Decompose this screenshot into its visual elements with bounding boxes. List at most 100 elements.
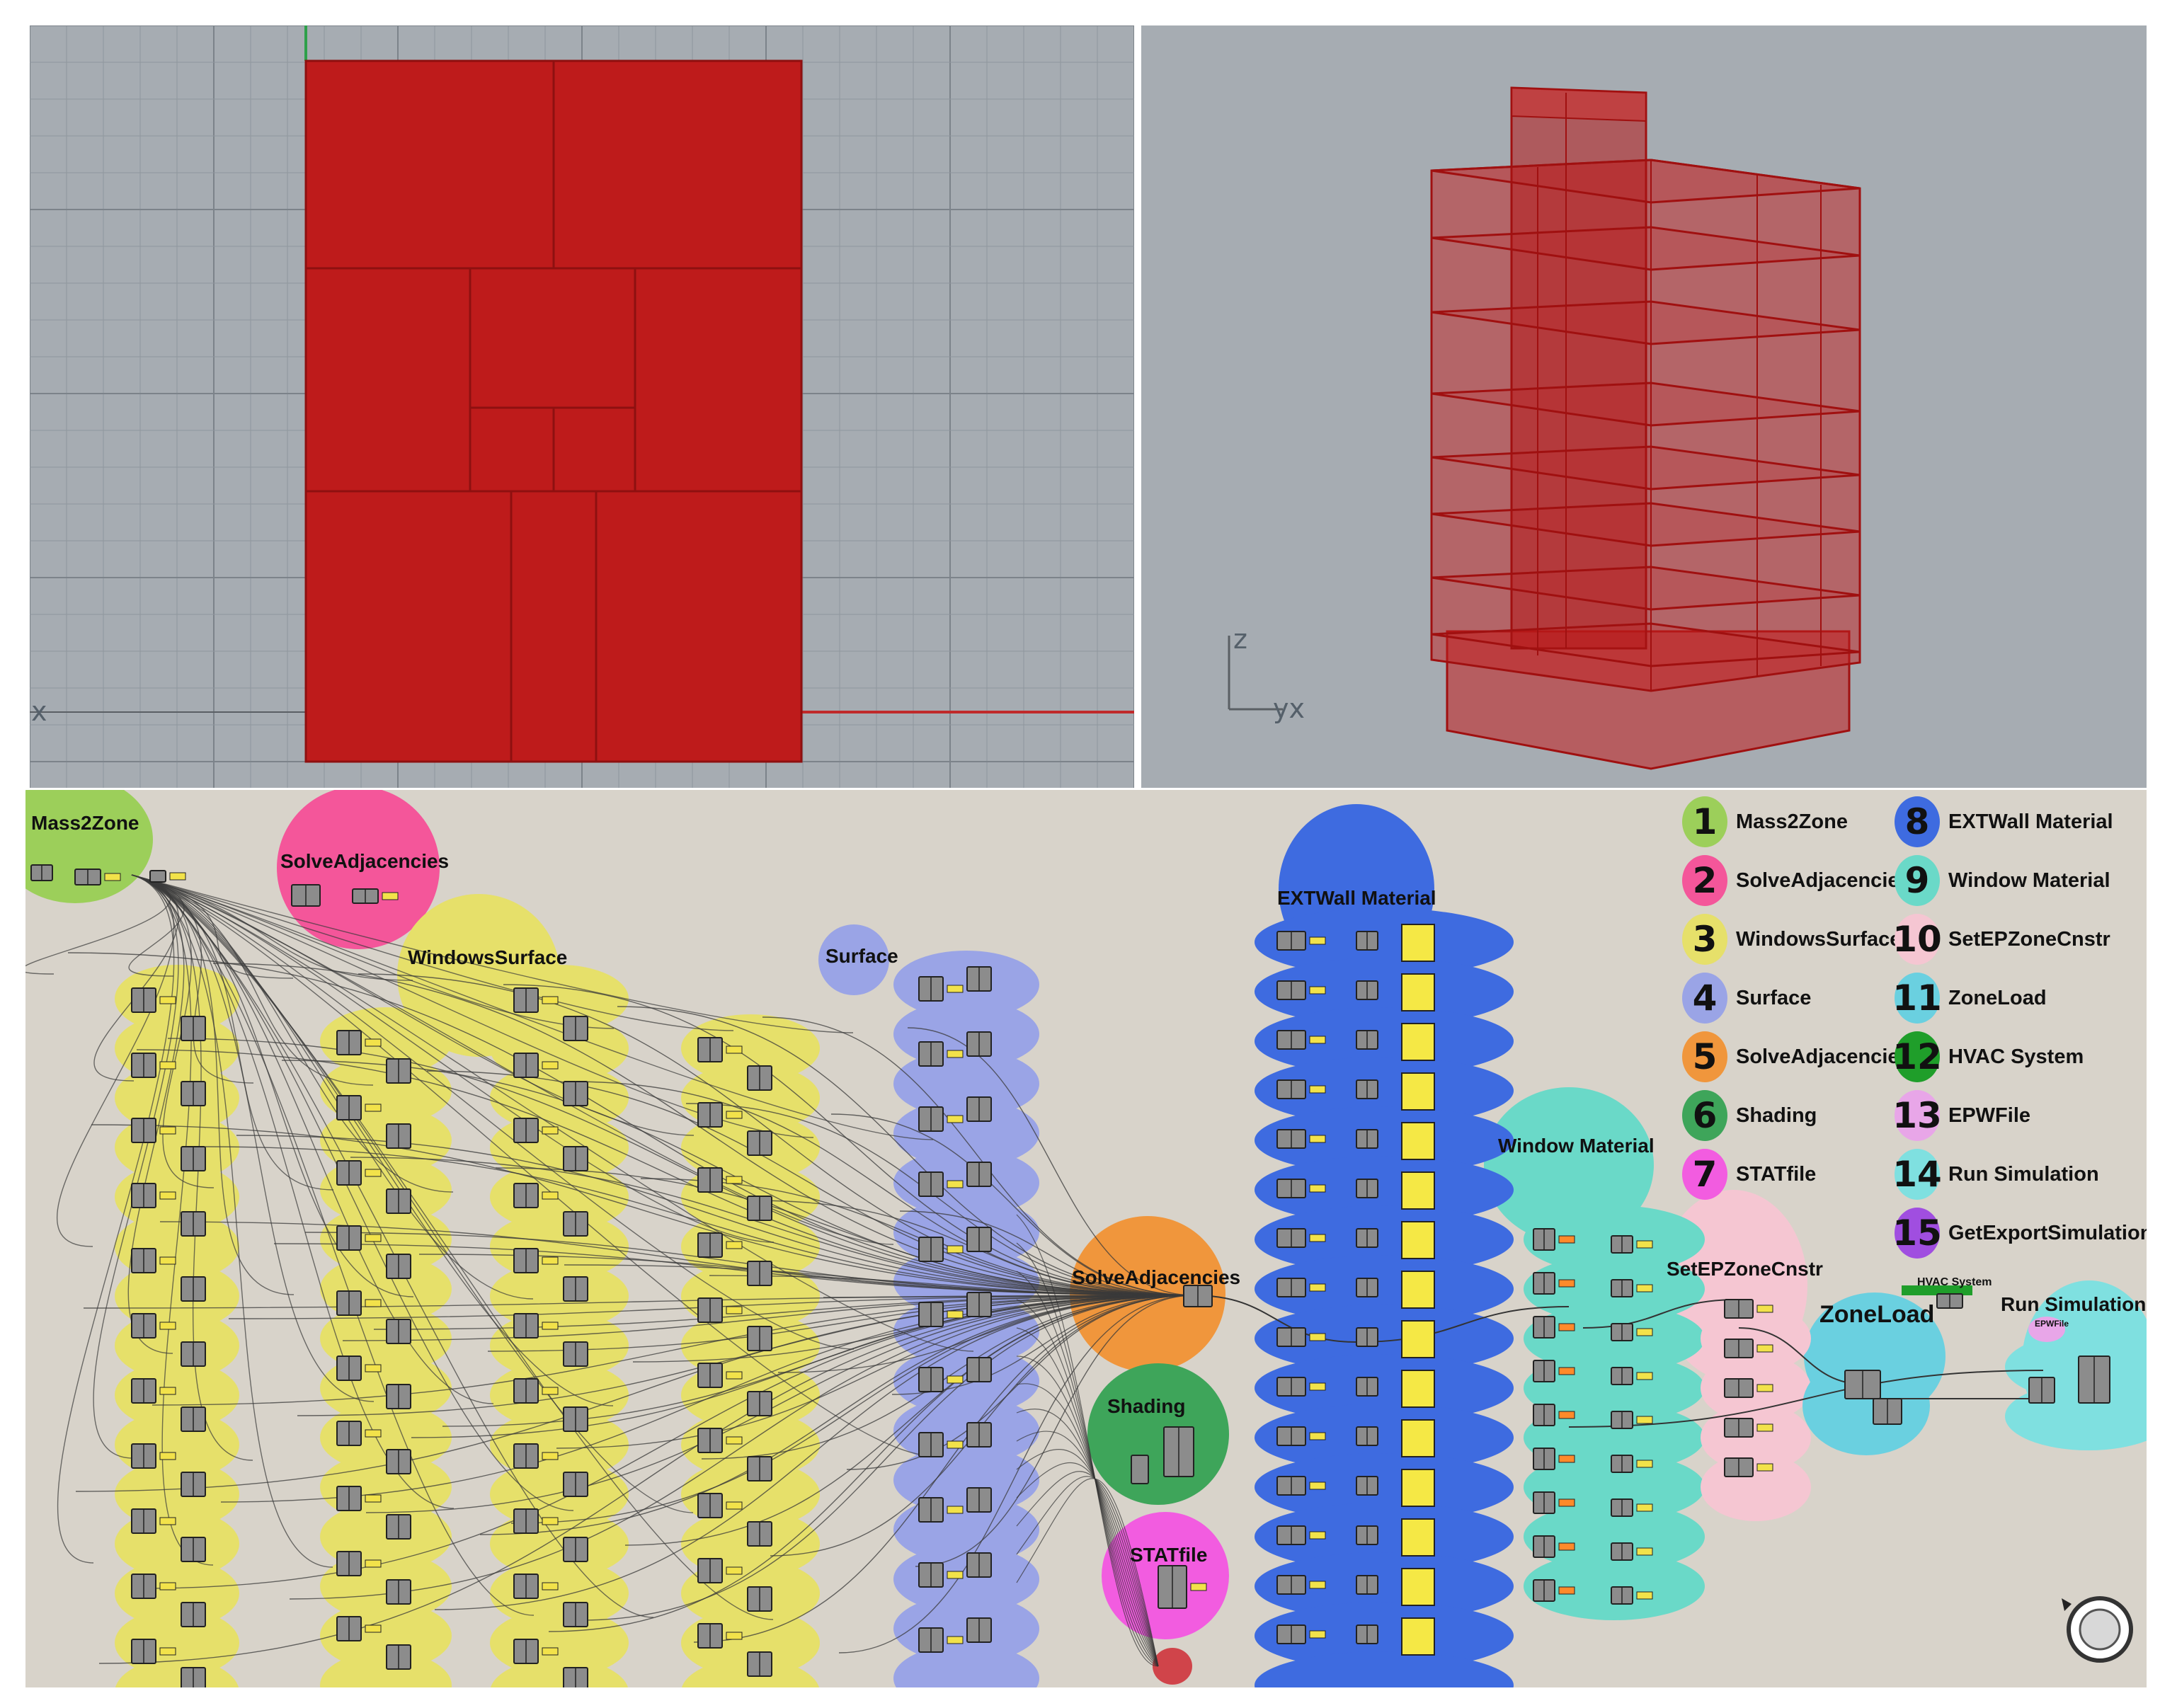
component-node[interactable] — [1276, 1278, 1326, 1297]
navigation-compass-icon[interactable] — [2062, 1596, 2133, 1663]
component-node[interactable] — [747, 1130, 772, 1156]
component-node[interactable] — [2078, 1355, 2110, 1404]
component-node[interactable] — [918, 1497, 964, 1523]
component-node[interactable] — [697, 1558, 743, 1583]
component-node[interactable] — [1183, 1285, 1213, 1307]
component-node[interactable] — [1611, 1235, 1653, 1254]
component-node[interactable] — [563, 1276, 588, 1302]
component-node[interactable] — [181, 1211, 206, 1237]
component-node[interactable] — [1276, 1228, 1326, 1248]
perspective-viewport[interactable]: z yx — [1141, 25, 2147, 788]
component-node[interactable] — [131, 987, 176, 1013]
component-node[interactable] — [1276, 1129, 1326, 1149]
component-node[interactable] — [1724, 1378, 1773, 1398]
component-node[interactable] — [131, 1639, 176, 1664]
component-node[interactable] — [918, 1432, 964, 1457]
component-node[interactable] — [131, 1248, 176, 1273]
component-node[interactable] — [30, 864, 53, 881]
component-node[interactable] — [513, 1313, 559, 1339]
component-node[interactable] — [336, 1616, 382, 1641]
component-node[interactable] — [1533, 1448, 1575, 1470]
component-node[interactable] — [747, 1196, 772, 1221]
component-node[interactable] — [966, 1487, 992, 1513]
component-node[interactable] — [1356, 931, 1378, 951]
component-node[interactable] — [1873, 1398, 1902, 1425]
component-node[interactable] — [336, 1551, 382, 1576]
component-node[interactable] — [918, 1041, 964, 1067]
component-node[interactable] — [1356, 1179, 1378, 1198]
component-node[interactable] — [513, 1248, 559, 1273]
component-node[interactable] — [563, 1016, 588, 1041]
component-node[interactable] — [966, 966, 992, 992]
building-plan[interactable] — [304, 59, 803, 763]
component-node[interactable] — [386, 1579, 411, 1605]
component-node[interactable] — [386, 1384, 411, 1409]
component-node[interactable] — [1724, 1418, 1773, 1438]
component-node[interactable] — [291, 884, 321, 907]
component-node[interactable] — [1276, 1030, 1326, 1050]
component-node[interactable] — [747, 1651, 772, 1677]
component-node[interactable] — [697, 1037, 743, 1062]
component-node[interactable] — [181, 1472, 206, 1497]
component-node[interactable] — [1936, 1293, 1963, 1309]
component-node[interactable] — [1611, 1279, 1653, 1297]
component-node[interactable] — [966, 1617, 992, 1643]
component-node[interactable] — [1356, 980, 1378, 1000]
component-node[interactable] — [1356, 1079, 1378, 1099]
component-node[interactable] — [1356, 1377, 1378, 1397]
component-node[interactable] — [181, 1016, 206, 1041]
component-node[interactable] — [966, 1357, 992, 1382]
component-node[interactable] — [563, 1081, 588, 1106]
component-node[interactable] — [386, 1188, 411, 1214]
component-node[interactable] — [336, 1225, 382, 1251]
component-node[interactable] — [1131, 1455, 1149, 1484]
component-node[interactable] — [352, 888, 399, 904]
component-node[interactable] — [697, 1232, 743, 1258]
component-node[interactable] — [181, 1537, 206, 1562]
component-node[interactable] — [563, 1602, 588, 1627]
component-node[interactable] — [386, 1058, 411, 1084]
component-node[interactable] — [966, 1552, 992, 1578]
component-node[interactable] — [131, 1378, 176, 1404]
component-node[interactable] — [697, 1297, 743, 1323]
component-node[interactable] — [1276, 1377, 1326, 1397]
component-node[interactable] — [1533, 1535, 1575, 1558]
component-node[interactable] — [74, 869, 121, 885]
component-node[interactable] — [181, 1667, 206, 1687]
component-node[interactable] — [563, 1537, 588, 1562]
component-node[interactable] — [131, 1443, 176, 1469]
component-node[interactable] — [966, 1096, 992, 1122]
component-node[interactable] — [1724, 1457, 1773, 1477]
node-canvas[interactable]: Mass2Zone SolveAdjacencies WindowsSurfac… — [25, 790, 2147, 1687]
top-viewport[interactable]: x — [30, 25, 1134, 788]
component-node[interactable] — [131, 1118, 176, 1143]
component-node[interactable] — [181, 1602, 206, 1627]
component-node[interactable] — [181, 1276, 206, 1302]
perspective-viewport-canvas[interactable]: z yx — [1141, 25, 2147, 788]
component-node[interactable] — [1356, 1129, 1378, 1149]
component-node[interactable] — [131, 1053, 176, 1078]
component-node[interactable] — [563, 1341, 588, 1367]
component-node[interactable] — [966, 1292, 992, 1317]
component-node[interactable] — [513, 1639, 559, 1664]
component-node[interactable] — [336, 1030, 382, 1055]
component-node[interactable] — [336, 1290, 382, 1316]
component-node[interactable] — [336, 1486, 382, 1511]
component-node[interactable] — [1276, 1327, 1326, 1347]
component-node[interactable] — [747, 1521, 772, 1547]
component-node[interactable] — [386, 1123, 411, 1149]
component-node[interactable] — [131, 1508, 176, 1534]
component-node[interactable] — [1533, 1360, 1575, 1382]
component-node[interactable] — [697, 1102, 743, 1128]
component-node[interactable] — [386, 1449, 411, 1474]
component-node[interactable] — [563, 1406, 588, 1432]
component-node[interactable] — [513, 987, 559, 1013]
component-node[interactable] — [386, 1644, 411, 1670]
component-node[interactable] — [1158, 1565, 1207, 1609]
component-node[interactable] — [697, 1363, 743, 1388]
component-node[interactable] — [1276, 931, 1326, 951]
component-node[interactable] — [1533, 1316, 1575, 1339]
component-node[interactable] — [1276, 1179, 1326, 1198]
component-node[interactable] — [1533, 1272, 1575, 1295]
component-node[interactable] — [918, 1627, 964, 1653]
